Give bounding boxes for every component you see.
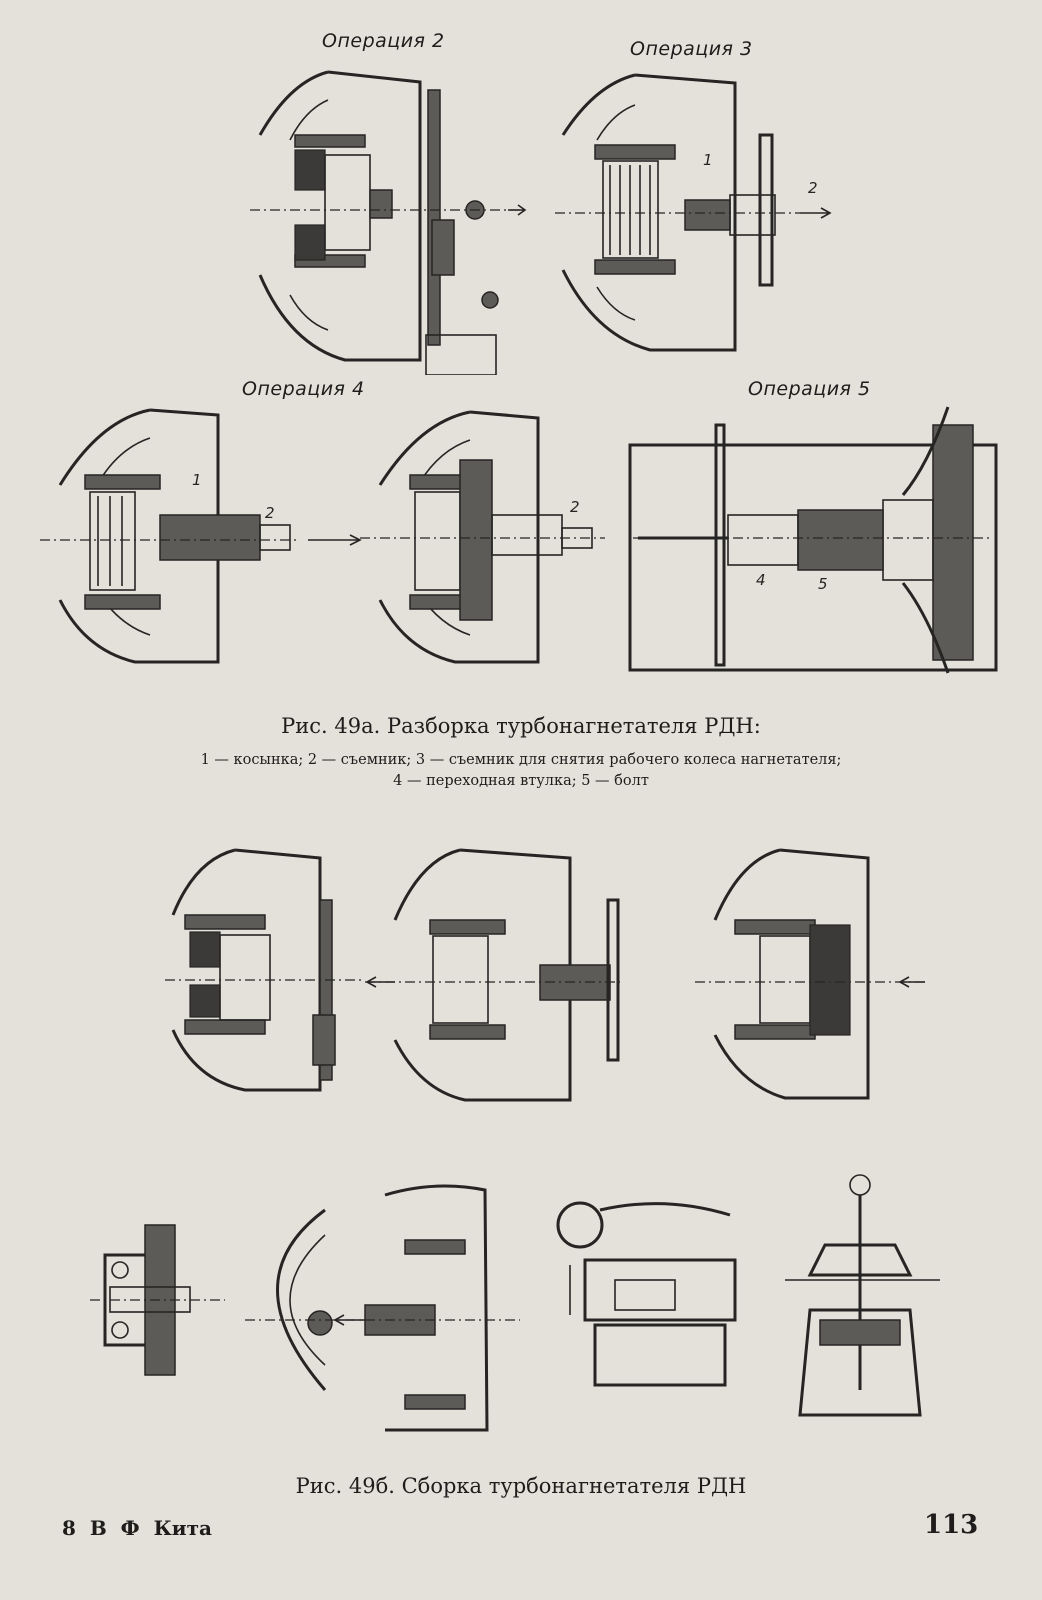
lifting-assembly-drawing [785, 1174, 940, 1417]
operation-2-label: Операция 2 [322, 30, 445, 52]
assembly-step-1-drawing [165, 848, 365, 1092]
operation-3-drawing: 1 2 [555, 73, 832, 352]
page-number: 113 [924, 1510, 979, 1540]
operation-4-drawing-left: 1 2 [40, 408, 362, 664]
figure-49a-title: Рис. 49а. Разборка турбонагнетателя РДН: [281, 714, 761, 738]
assembly-step-2-drawing [365, 848, 620, 1102]
part-number-1: 1 [703, 151, 713, 169]
operation-5-label: Операция 5 [748, 378, 871, 400]
part-number-5: 5 [818, 575, 828, 593]
operation-4-drawing-right: 2 [360, 410, 605, 664]
bearing-assembly-drawing [90, 1224, 225, 1376]
part-number-2: 2 [570, 498, 580, 516]
part-number-1: 1 [192, 471, 202, 489]
operation-2-drawing [250, 70, 527, 375]
printer-signature: 8 В Ф Кита [62, 1516, 212, 1540]
turbine-housing-drawing [556, 1201, 737, 1387]
figure-49a-legend-line1: 1 — косынка; 2 — съемник; 3 — съемник дл… [200, 752, 842, 768]
part-number-4: 4 [756, 571, 766, 589]
assembly-step-3-drawing [695, 848, 925, 1100]
part-number-2: 2 [808, 179, 818, 197]
figure-49b-title: Рис. 49б. Сборка турбонагнетателя РДН [295, 1474, 747, 1498]
operation-3-label: Операция 3 [630, 38, 753, 60]
part-number-2: 2 [265, 504, 275, 522]
casing-ring-drawing [245, 1184, 520, 1432]
operation-5-drawing: 4 5 [628, 406, 998, 674]
operation-4-label: Операция 4 [242, 378, 365, 400]
figure-49a-legend-line2: 4 — переходная втулка; 5 — болт [393, 773, 649, 789]
